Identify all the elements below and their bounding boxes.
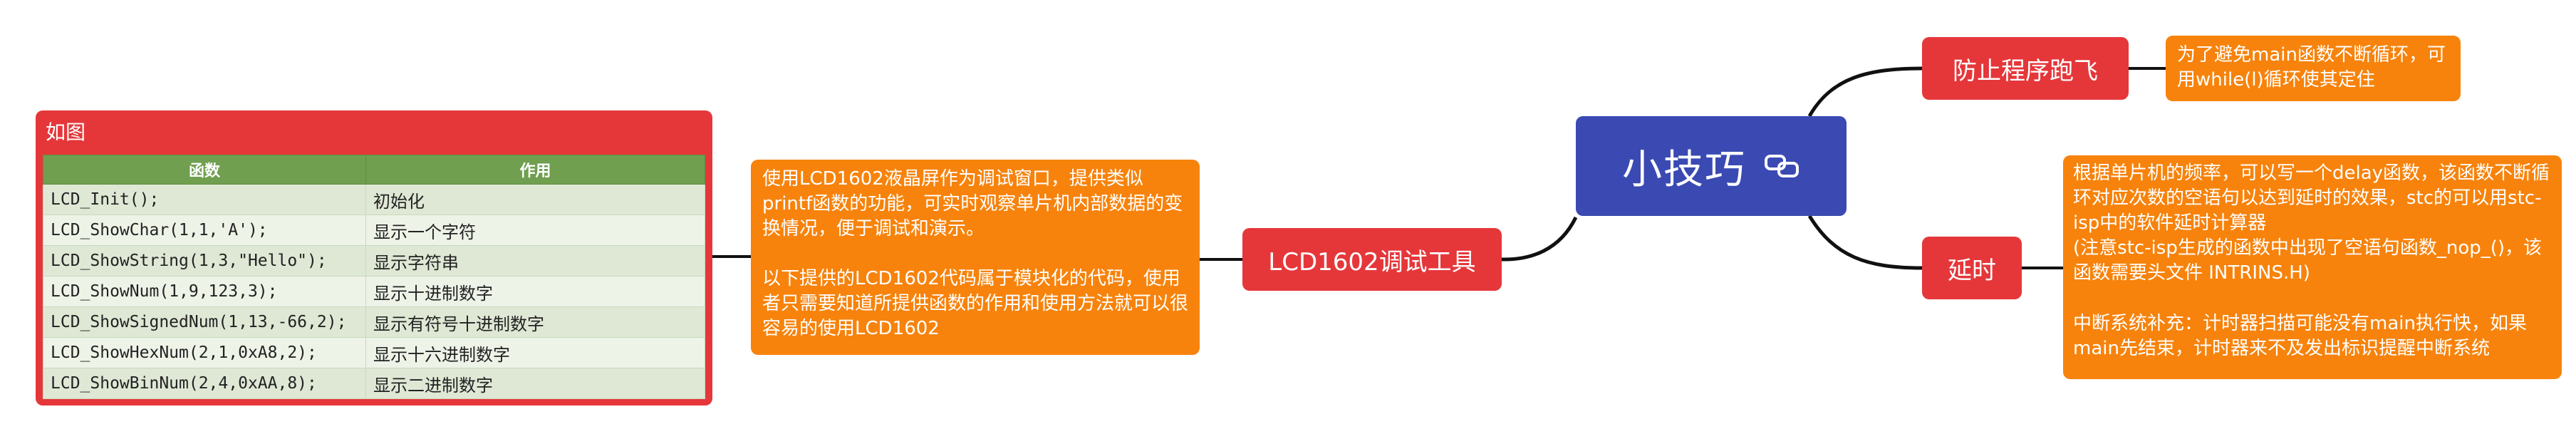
link-icon[interactable] <box>1763 152 1800 180</box>
table-header-purpose: 作用 <box>365 155 705 185</box>
delay-note-para-3: 中断系统补充：计时器扫描可能没有main执行快，如果main先结束，计时器来不及… <box>2073 313 2527 359</box>
table-cell-function: LCD_ShowString(1,3,"Hello"); <box>43 245 366 277</box>
table-row: LCD_ShowString(1,3,"Hello"); 显示字符串 <box>43 245 705 277</box>
figure-card-title: 如图 <box>46 120 86 144</box>
table-cell-purpose: 显示有符号十进制数字 <box>365 306 705 338</box>
table-cell-function: LCD_ShowSignedNum(1,13,-66,2); <box>43 306 366 338</box>
table-cell-purpose: 显示十进制数字 <box>365 276 705 307</box>
connector-central-to-fly <box>1807 66 1923 118</box>
table-row: LCD_ShowSignedNum(1,13,-66,2); 显示有符号十进制数… <box>43 306 705 338</box>
table-row: LCD_ShowNum(1,9,123,3); 显示十进制数字 <box>43 276 705 307</box>
table-header-row: 函数 作用 <box>43 155 705 185</box>
table-cell-purpose: 显示十六进制数字 <box>365 337 705 368</box>
topic-lcd1602-label: LCD1602调试工具 <box>1268 247 1476 277</box>
connector-central-to-lcd <box>1501 216 1578 262</box>
lcd-function-table: 函数 作用 LCD_Init(); 初始化 LCD_ShowChar(1,1,'… <box>43 155 705 399</box>
delay-note-para-1: 根据单片机的频率，可以写一个delay函数，该函数不断循环对应次数的空语句以达到… <box>2073 162 2550 234</box>
table-cell-purpose: 显示一个字符 <box>365 215 705 246</box>
table-cell-function: LCD_ShowBinNum(2,4,0xAA,8); <box>43 368 366 399</box>
lcd1602-description-para-2: 以下提供的LCD1602代码属于模块化的代码，使用者只需要知道所提供函数的作用和… <box>762 268 1189 339</box>
table-row: LCD_ShowBinNum(2,4,0xAA,8); 显示二进制数字 <box>43 368 705 399</box>
figure-card[interactable]: 如图 函数 作用 LCD_Init(); 初始化 LCD_ShowChar(1,… <box>36 110 712 406</box>
table-cell-function: LCD_ShowChar(1,1,'A'); <box>43 215 366 246</box>
connector-central-to-delay <box>1807 215 1923 270</box>
topic-prevent-flyaway-label: 防止程序跑飞 <box>1953 56 2098 86</box>
lcd1602-description-para-1: 使用LCD1602液晶屏作为调试窗口，提供类似printf函数的功能，可实时观察… <box>762 168 1183 239</box>
lcd1602-description-note[interactable]: 使用LCD1602液晶屏作为调试窗口，提供类似printf函数的功能，可实时观察… <box>751 160 1200 355</box>
delay-note[interactable]: 根据单片机的频率，可以写一个delay函数，该函数不断循环对应次数的空语句以达到… <box>2063 155 2562 379</box>
table-row: LCD_ShowChar(1,1,'A'); 显示一个字符 <box>43 215 705 246</box>
table-cell-function: LCD_ShowNum(1,9,123,3); <box>43 276 366 307</box>
table-cell-purpose: 初始化 <box>365 184 705 215</box>
topic-delay-label: 延时 <box>1948 256 1996 285</box>
table-cell-function: LCD_Init(); <box>43 184 366 215</box>
central-topic-title: 小技巧 <box>1622 146 1746 193</box>
table-header-function: 函数 <box>43 155 366 185</box>
table-cell-function: LCD_ShowHexNum(2,1,0xA8,2); <box>43 337 366 368</box>
topic-prevent-flyaway[interactable]: 防止程序跑飞 <box>1922 37 2129 100</box>
table-row: LCD_Init(); 初始化 <box>43 184 705 215</box>
central-topic[interactable]: 小技巧 <box>1576 116 1847 216</box>
table-cell-purpose: 显示字符串 <box>365 245 705 277</box>
prevent-flyaway-note-text: 为了避免main函数不断循环，可用while(l)循环使其定住 <box>2177 44 2446 91</box>
delay-note-para-2: (注意stc-isp生成的函数中出现了空语句函数_nop_()，该函数需要头文件… <box>2073 237 2543 284</box>
topic-delay[interactable]: 延时 <box>1922 237 2022 299</box>
prevent-flyaway-note[interactable]: 为了避免main函数不断循环，可用while(l)循环使其定住 <box>2166 36 2461 101</box>
table-cell-purpose: 显示二进制数字 <box>365 368 705 399</box>
topic-lcd1602-debug-tool[interactable]: LCD1602调试工具 <box>1242 228 1502 291</box>
table-row: LCD_ShowHexNum(2,1,0xA8,2); 显示十六进制数字 <box>43 337 705 368</box>
